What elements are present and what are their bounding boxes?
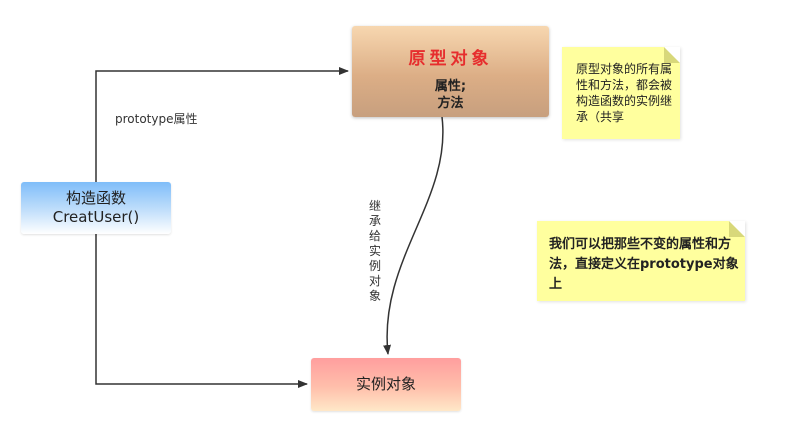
inherit-edge-label: 继承给实例对象 (368, 199, 381, 303)
note-define-on-prototype[interactable]: 我们可以把那些不变的属性和方法，直接定义在prototype对象上 (537, 221, 745, 301)
note-prototype-shared-text: 原型对象的所有属性和方法，都会被构造函数的实例继承（共享 (576, 62, 673, 124)
note-define-on-prototype-text: 我们可以把那些不变的属性和方法，直接定义在prototype对象上 (549, 237, 739, 292)
prototype-object-title: 原型对象 (408, 49, 493, 69)
edge-constructor-to-prototype (95, 67, 349, 182)
prototype-object-attrs: 属性; (434, 79, 467, 94)
constructor-name: CreatUser() (52, 208, 140, 226)
edge-prototype-to-instance (383, 116, 444, 355)
instance-object-node[interactable]: 实例对象 (311, 358, 461, 411)
constructor-label: 构造函数 (65, 189, 126, 207)
prototype-attr-edge-label: prototype属性 (115, 112, 198, 126)
edge-constructor-to-instance (95, 234, 308, 388)
constructor-node[interactable]: 构造函数 CreatUser() (21, 182, 171, 234)
instance-object-label: 实例对象 (355, 375, 416, 393)
prototype-object-node[interactable]: 原型对象 属性; 方法 (352, 26, 549, 117)
prototype-object-methods: 方法 (437, 96, 464, 111)
note-prototype-shared[interactable]: 原型对象的所有属性和方法，都会被构造函数的实例继承（共享 (562, 47, 680, 139)
